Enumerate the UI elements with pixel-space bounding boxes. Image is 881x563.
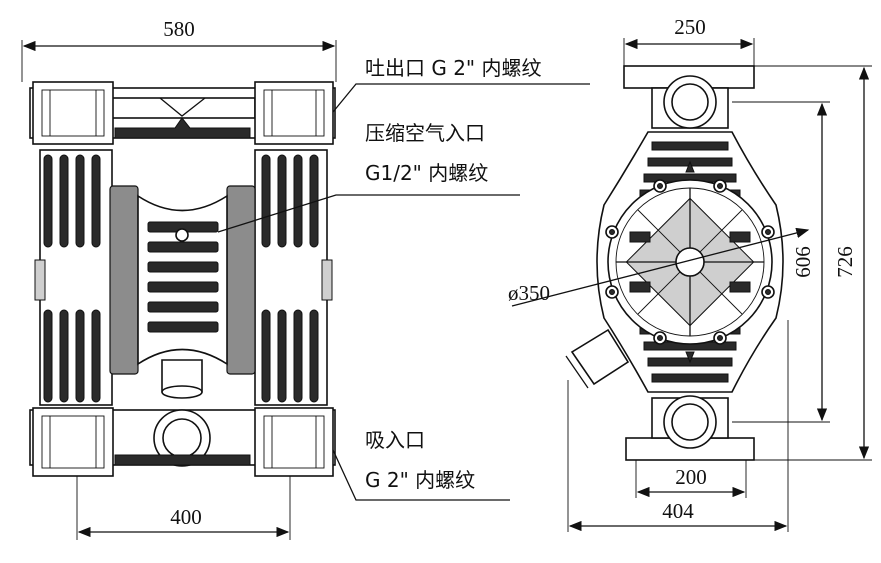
center-hub bbox=[675, 247, 705, 277]
front-dims: 580 400 bbox=[21, 17, 337, 540]
left-ribs bbox=[43, 154, 101, 403]
bottom-left-block bbox=[32, 407, 114, 477]
callouts: 吐出口 G 2" 内螺纹 压缩空气入口 G1/2" 内螺纹 吸入口 G 2" 内… bbox=[217, 56, 590, 501]
dim-250: 250 bbox=[674, 15, 706, 39]
center-housing bbox=[137, 194, 228, 366]
bottom-right-block bbox=[254, 407, 334, 477]
dim-606: 606 bbox=[791, 246, 815, 278]
front-view bbox=[29, 81, 336, 477]
side-pipe bbox=[570, 328, 630, 386]
right-diaphragm-plate bbox=[226, 185, 256, 375]
dim-200: 200 bbox=[675, 465, 707, 489]
label-air-inlet-2: G1/2" 内螺纹 bbox=[365, 161, 488, 185]
label-inlet-2: G 2" 内螺纹 bbox=[365, 468, 475, 492]
right-ribs bbox=[261, 154, 319, 403]
label-inlet-1: 吸入口 bbox=[365, 428, 425, 452]
dim-400: 400 bbox=[170, 505, 202, 529]
dim-580: 580 bbox=[163, 17, 195, 41]
center-fins bbox=[147, 221, 219, 333]
dim-350: ø350 bbox=[508, 281, 550, 305]
bolts bbox=[605, 179, 775, 345]
top-left-block bbox=[32, 81, 114, 145]
label-outlet: 吐出口 G 2" 内螺纹 bbox=[365, 56, 542, 80]
label-air-inlet-1: 压缩空气入口 bbox=[365, 121, 485, 145]
side-dims: 250 726 606 200 404 ø350 bbox=[508, 15, 872, 532]
dim-404: 404 bbox=[662, 499, 694, 523]
left-diaphragm-plate bbox=[109, 185, 139, 375]
top-right-block bbox=[254, 81, 334, 145]
side-view bbox=[565, 65, 784, 461]
dim-726: 726 bbox=[833, 246, 857, 278]
